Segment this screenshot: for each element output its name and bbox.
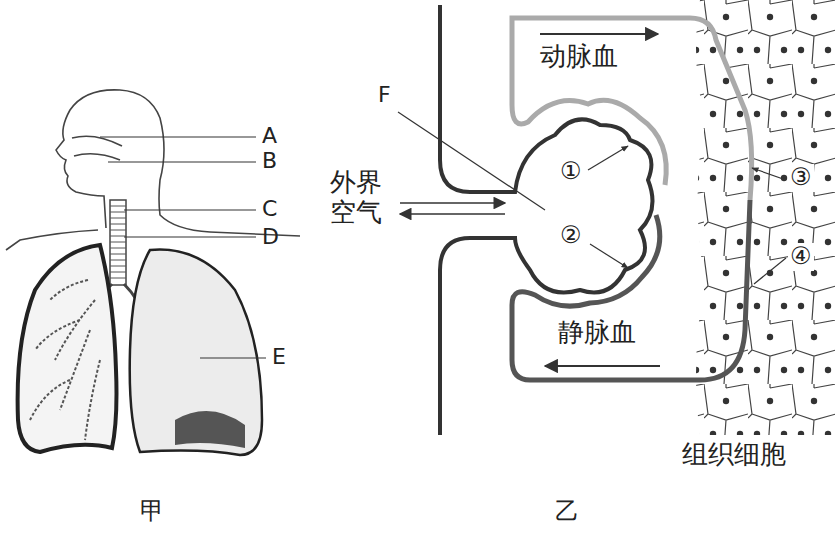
callout-number: ④	[788, 243, 814, 271]
part-letter: B	[262, 148, 277, 173]
part-letter: C	[262, 196, 277, 221]
body-outline	[6, 90, 300, 250]
arterial-capillary	[512, 18, 752, 200]
alveolus-wall	[440, 5, 653, 435]
blood-label: 动脉血	[540, 42, 618, 72]
flow-arrow	[540, 33, 658, 35]
venous-capillary	[512, 200, 750, 380]
air-arrow	[400, 213, 505, 215]
right-lung	[130, 250, 262, 456]
air-arrow	[400, 202, 505, 204]
panel-label: 甲	[140, 498, 164, 526]
callout-number: ②	[560, 222, 582, 250]
leader-line	[398, 112, 786, 284]
flow-arrow	[545, 365, 660, 367]
callout-number: ③	[788, 164, 814, 192]
left-lung	[18, 245, 117, 452]
part-letter: D	[262, 224, 279, 249]
blood-label: 静脉血	[558, 318, 636, 348]
callout-number: ①	[560, 158, 582, 186]
tissue-label: 组织细胞	[680, 440, 788, 470]
air-label: 外界 空气	[330, 168, 387, 228]
part-letter: F	[378, 82, 391, 107]
tissue-cells	[680, 0, 835, 440]
panel-label: 乙	[555, 498, 579, 526]
part-letter: A	[262, 123, 277, 148]
leader-line	[100, 137, 266, 358]
part-letter: E	[272, 344, 286, 369]
